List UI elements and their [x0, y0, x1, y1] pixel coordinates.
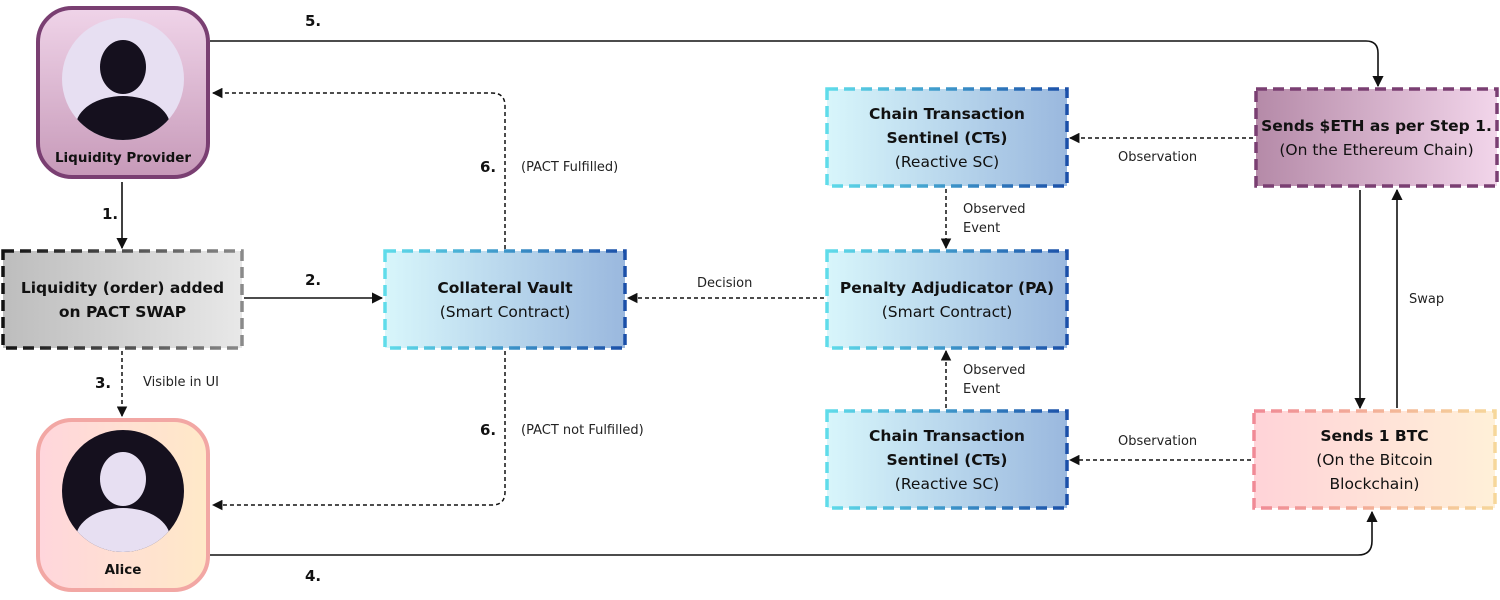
sends-eth-node: Sends $ETH as per Step 1. (On the Ethere… [1256, 89, 1497, 186]
collateral-vault-title: Collateral Vault [437, 278, 573, 297]
step-6-not-fulfilled-label: 6. [480, 421, 497, 439]
user-avatar-icon [62, 430, 184, 552]
sends-eth-title: Sends $ETH as per Step 1. [1261, 116, 1492, 135]
arrow-step-5 [210, 40, 1384, 88]
sentinel-eth-node: Chain Transaction Sentinel (CTs) (Reacti… [827, 89, 1067, 186]
swap-label: Swap [1409, 292, 1445, 307]
sends-btc-subtitle-2: Blockchain) [1329, 474, 1420, 493]
pact-not-fulfilled-label: (PACT not Fulfilled) [521, 423, 644, 438]
liquidity-order-title: Liquidity (order) added [20, 278, 225, 297]
sends-btc-box [1252, 409, 1497, 510]
observed-event-top-label-1: Observed [963, 202, 1026, 217]
sentinel-eth-title: Chain Transaction [869, 104, 1025, 123]
arrow-step-4 [210, 510, 1378, 556]
alice-actor: Alice [36, 418, 210, 592]
sentinel-btc-box [825, 409, 1069, 510]
sentinel-eth-box [825, 87, 1069, 188]
sentinel-btc-node: Chain Transaction Sentinel (CTs) (Reacti… [827, 411, 1067, 508]
penalty-adjudicator-title: Penalty Adjudicator (PA) [839, 278, 1055, 297]
sentinel-eth-subtitle: (Reactive SC) [894, 152, 1000, 171]
collateral-vault-node: Collateral Vault (Smart Contract) [385, 251, 625, 348]
sentinel-btc-subtitle: (Reactive SC) [894, 474, 1000, 493]
step-4-label: 4. [305, 567, 322, 585]
step-3-label: 3. [95, 374, 112, 392]
alice-label: Alice [104, 562, 142, 578]
arrow-step-6-fulfilled [211, 87, 506, 249]
liquidity-provider-label: Liquidity Provider [54, 150, 192, 166]
observation-bottom-label: Observation [1118, 434, 1198, 449]
sends-btc-node: Sends 1 BTC (On the Bitcoin Blockchain) [1254, 411, 1495, 508]
sends-eth-box [1254, 87, 1499, 188]
observed-event-bottom-label-2: Event [963, 382, 1001, 397]
sends-eth-subtitle: (On the Ethereum Chain) [1279, 140, 1474, 159]
step-5-label: 5. [305, 12, 322, 30]
collateral-vault-subtitle: (Smart Contract) [439, 302, 571, 321]
observed-event-top-label-2: Event [963, 221, 1001, 236]
arrow-step-6-not-fulfilled [211, 351, 506, 511]
liquidity-order-node: Liquidity (order) added on PACT SWAP [3, 251, 242, 348]
user-avatar-icon [62, 18, 184, 140]
pact-fulfilled-label: (PACT Fulfilled) [521, 160, 619, 175]
liquidity-order-subtitle: on PACT SWAP [58, 302, 187, 321]
sentinel-eth-title-2: Sentinel (CTs) [886, 128, 1008, 147]
visible-in-ui-label: Visible in UI [143, 375, 219, 390]
step-6-fulfilled-label: 6. [480, 158, 497, 176]
collateral-vault-box [383, 249, 627, 350]
penalty-adjudicator-box [825, 249, 1069, 350]
decision-label: Decision [697, 276, 753, 291]
liquidity-provider-actor: Liquidity Provider [36, 6, 210, 179]
sentinel-btc-title-2: Sentinel (CTs) [886, 450, 1008, 469]
penalty-adjudicator-node: Penalty Adjudicator (PA) (Smart Contract… [827, 251, 1067, 348]
observation-top-label: Observation [1118, 150, 1198, 165]
liquidity-order-box [1, 249, 244, 350]
sends-btc-subtitle: (On the Bitcoin [1316, 450, 1433, 469]
sentinel-btc-title: Chain Transaction [869, 426, 1025, 445]
sends-btc-title: Sends 1 BTC [1320, 426, 1429, 445]
observed-event-bottom-label-1: Observed [963, 363, 1026, 378]
step-1-label: 1. [102, 205, 119, 223]
step-2-label: 2. [305, 271, 322, 289]
penalty-adjudicator-subtitle: (Smart Contract) [881, 302, 1013, 321]
